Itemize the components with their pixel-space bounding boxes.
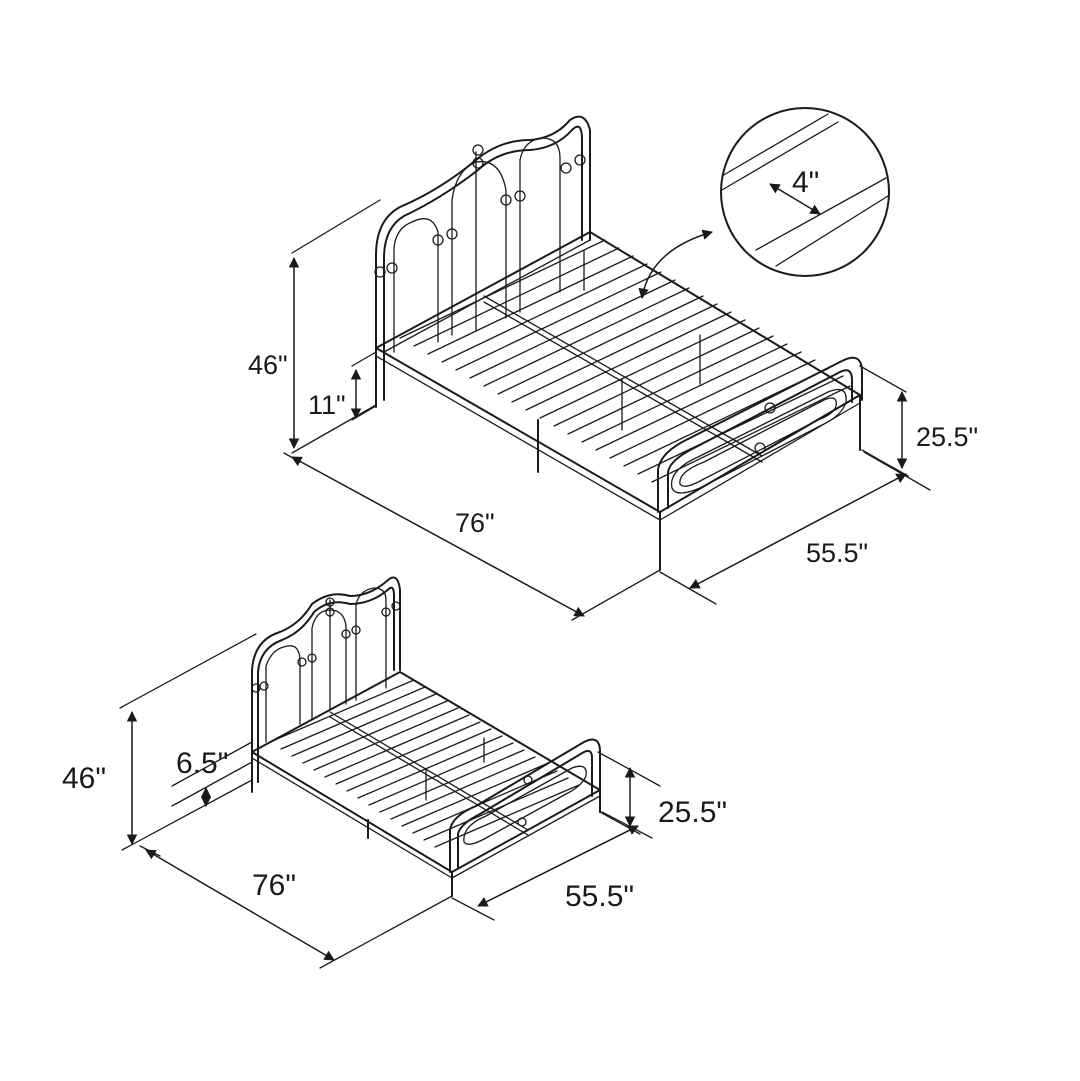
- frame-top: [375, 231, 861, 521]
- legs-bottom: [251, 737, 601, 897]
- dimensions-top: [283, 199, 931, 621]
- slats-top: [399, 239, 851, 483]
- top-width-label: 55.5": [806, 538, 868, 568]
- slat-spacing-label: 4": [792, 166, 819, 199]
- legs-top: [375, 249, 861, 571]
- bottom-width-label: 55.5": [565, 880, 634, 913]
- footboard-bottom: [449, 738, 601, 873]
- bottom-clearance-label: 6.5": [176, 747, 228, 780]
- bottom-length-label: 76": [252, 869, 296, 902]
- dimensions-bottom: [119, 633, 661, 969]
- slat-detail-magnifier: [720, 107, 890, 277]
- headboard-top: [374, 115, 591, 406]
- top-height-label: 46": [248, 350, 288, 380]
- headboard-bottom: [251, 576, 401, 786]
- slats-bottom: [269, 679, 580, 848]
- bottom-height-label: 46": [62, 762, 106, 795]
- top-footboard-label: 25.5": [916, 422, 978, 452]
- top-length-label: 76": [455, 508, 495, 538]
- bed-bottom: 46" 6.5" 76" 55.5" 25.5": [62, 576, 727, 969]
- bed-top: 46" 11" 76" 55.5" 25.5" 4": [248, 107, 978, 621]
- bottom-footboard-label: 25.5": [658, 796, 727, 829]
- top-clearance-label: 11": [308, 390, 346, 420]
